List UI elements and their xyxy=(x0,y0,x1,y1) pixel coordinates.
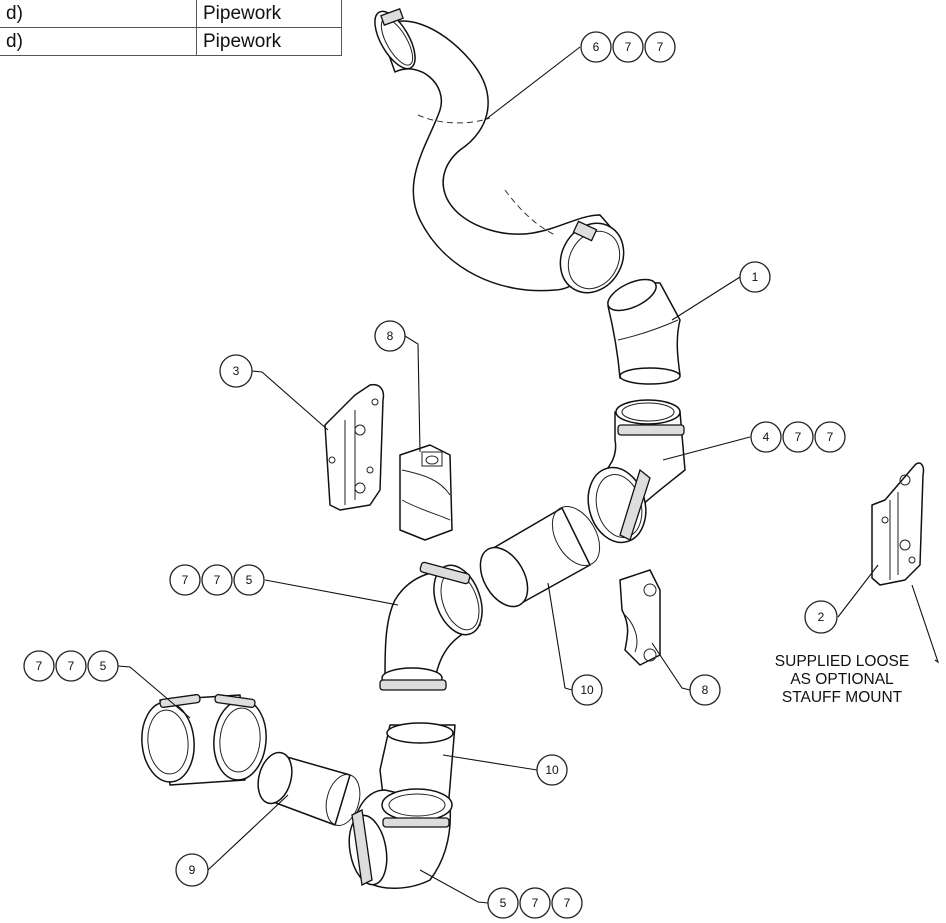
note-line: STAUFF MOUNT xyxy=(782,689,903,706)
table-cell: d) xyxy=(0,0,197,28)
balloon-number: 7 xyxy=(827,430,834,444)
balloon-number: 7 xyxy=(657,40,664,54)
balloon-number: 7 xyxy=(36,659,43,673)
balloon-number: 7 xyxy=(625,40,632,54)
bracket-right xyxy=(871,462,925,586)
parts-table: d) Pipework d) Pipework xyxy=(0,0,342,56)
balloon-7-7-5-middle: 7 7 5 xyxy=(169,564,265,596)
balloon-number: 6 xyxy=(593,40,600,54)
balloon-number: 5 xyxy=(500,896,507,910)
bracket-left xyxy=(324,383,385,511)
balloon-number: 7 xyxy=(68,659,75,673)
straight-pipe-lower xyxy=(379,722,456,817)
elbow-90-middle xyxy=(379,561,483,691)
elbow-45 xyxy=(607,278,681,385)
table-cell: Pipework xyxy=(196,27,342,56)
balloon-6-7-7: 6 7 7 xyxy=(580,31,676,63)
elbow-90-left xyxy=(141,693,267,786)
balloon-7-7-5-left: 7 7 5 xyxy=(23,650,119,682)
balloon-number: 7 xyxy=(564,896,571,910)
balloon-number: 5 xyxy=(246,573,253,587)
pipe-clamp-lower xyxy=(619,569,661,666)
balloon-10-lower: 10 xyxy=(536,754,568,786)
balloon-number: 7 xyxy=(795,430,802,444)
balloon-5-7-7: 5 7 7 xyxy=(487,887,583,919)
balloon-2: 2 xyxy=(804,600,838,634)
balloon-4-7-7: 4 7 7 xyxy=(750,421,846,453)
table-row: d) Pipework xyxy=(0,0,342,28)
pipe-clamp-upper xyxy=(399,444,453,541)
balloon-3: 3 xyxy=(219,354,253,388)
balloon-number: 10 xyxy=(580,683,594,697)
note-line: AS OPTIONAL xyxy=(790,671,894,688)
balloon-number: 10 xyxy=(545,763,559,777)
balloon-number: 9 xyxy=(189,863,196,877)
balloon-8-upper: 8 xyxy=(374,320,406,352)
note-line: SUPPLIED LOOSE xyxy=(775,653,909,670)
balloon-number: 7 xyxy=(182,573,189,587)
balloon-8-lower: 8 xyxy=(689,674,721,706)
short-pipe xyxy=(257,751,361,826)
table-cell: d) xyxy=(0,27,197,56)
elbow-90-upper xyxy=(587,399,686,544)
straight-pipe-middle xyxy=(479,506,601,608)
balloon-number: 5 xyxy=(100,659,107,673)
balloon-number: 7 xyxy=(532,896,539,910)
s-bend-hose xyxy=(374,8,625,294)
balloon-number: 7 xyxy=(214,573,221,587)
balloon-1: 1 xyxy=(739,261,771,293)
optional-mount-note: SUPPLIED LOOSE AS OPTIONAL STAUFF MOUNT xyxy=(775,653,909,706)
balloon-10-middle: 10 xyxy=(571,674,603,706)
balloon-number: 3 xyxy=(233,364,240,378)
balloon-number: 8 xyxy=(387,329,394,343)
balloon-9: 9 xyxy=(175,853,209,887)
balloon-number: 4 xyxy=(763,430,770,444)
elbow-90-bottom xyxy=(348,788,453,889)
table-row: d) Pipework xyxy=(0,27,342,56)
balloon-number: 1 xyxy=(752,270,759,284)
table-cell: Pipework xyxy=(196,0,342,28)
leader-lines xyxy=(117,46,940,904)
balloon-number: 8 xyxy=(702,683,709,697)
balloon-number: 2 xyxy=(818,610,825,624)
